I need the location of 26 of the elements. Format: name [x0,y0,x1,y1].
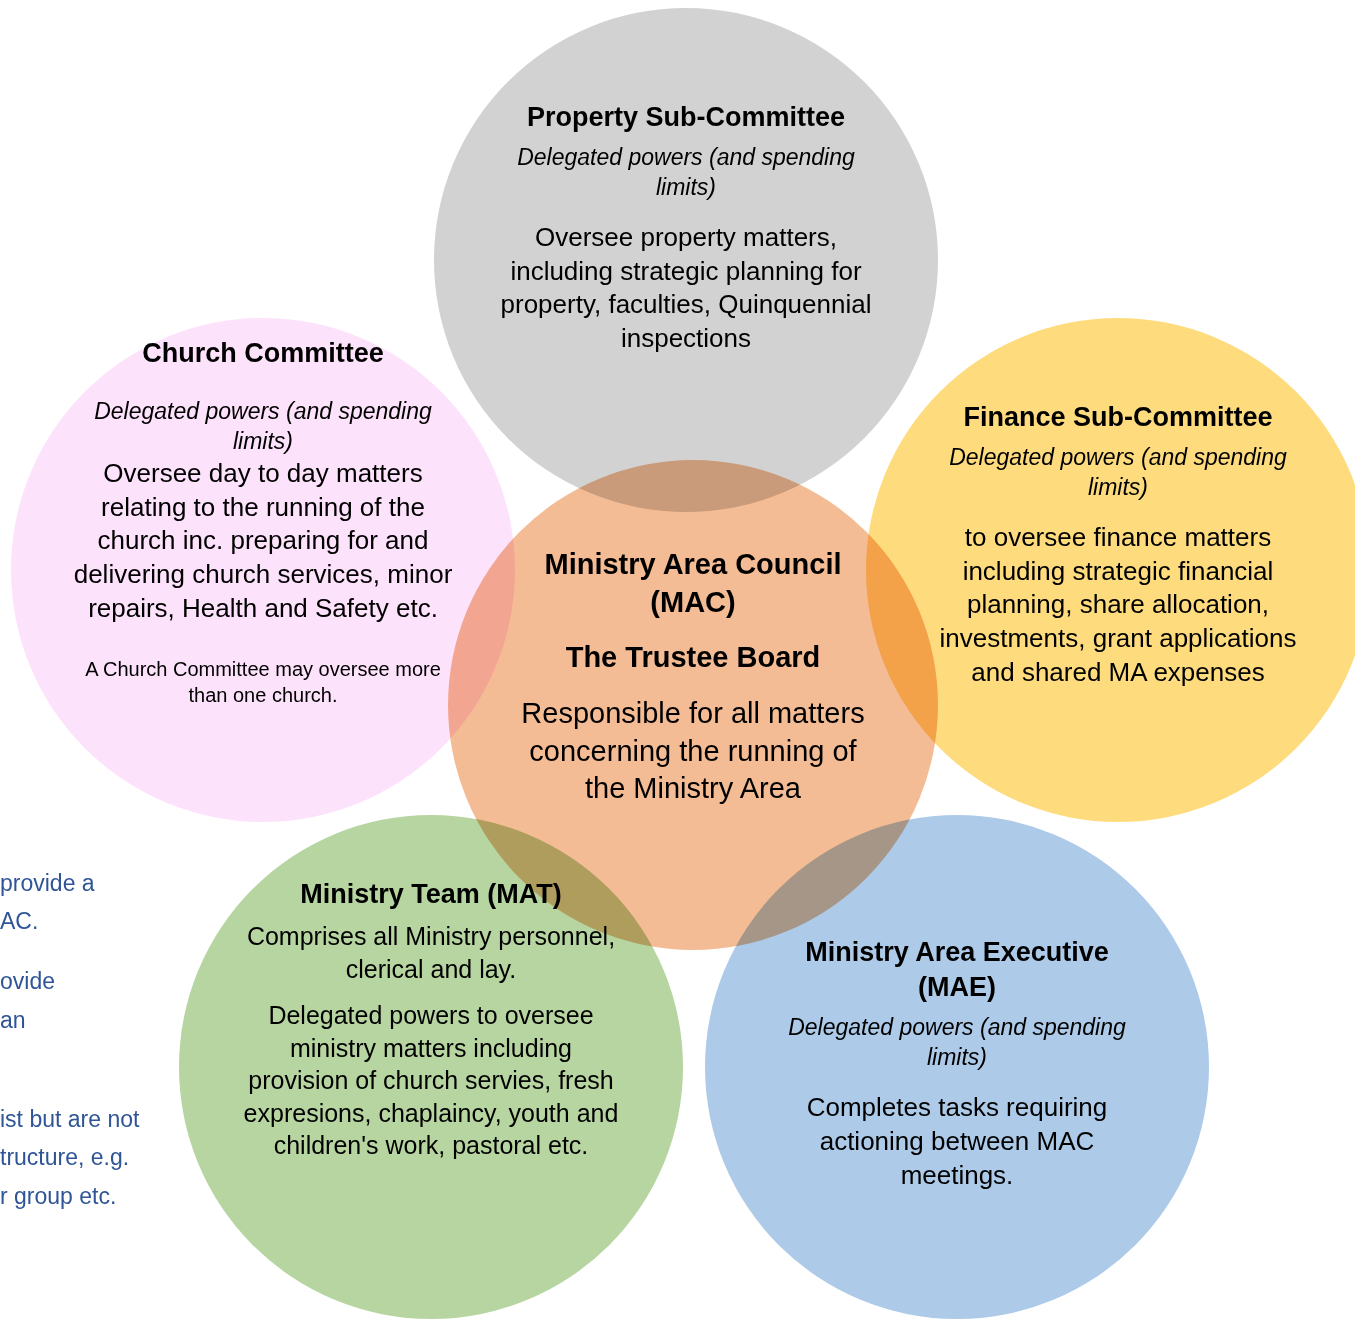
note-text: AC. [0,908,39,935]
heading: Finance Sub-Committee [962,401,1274,434]
subheading: Delegated powers (and spending limits) [516,143,856,202]
heading: Ministry Team (MAT) [299,878,563,911]
description: Responsible for all matters concerning the running of the Ministry Area [520,696,866,807]
note-text: an [0,1007,26,1034]
description: Oversee property matters, including strategic planning for property, faculties, Quinquennial inspections [499,220,873,356]
heading: Ministry Area Council (MAC) [543,547,843,620]
heading: Property Sub-Committee [525,101,846,134]
subheading: Delegated powers (and spending limits) [948,443,1288,502]
note-text: ovide [0,968,55,995]
note-text: provide a [0,870,95,897]
subheading: Delegated powers (and spending limits) [787,1013,1127,1073]
description: Oversee day to day matters relating to the running of the church inc. preparing for and delivering church services, minor repairs, Health and Safety etc. [73,456,453,626]
description: Comprises all Ministry personnel, clerical and lay. [245,921,617,985]
description: Delegated powers to oversee ministry matters including provision of church servies, fresh expresions, chaplaincy, youth and children's work, pastoral etc. [242,1000,620,1162]
description: A Church Committee may oversee more than one church. [84,656,442,708]
description: Completes tasks requiring actioning between MAC meetings. [805,1090,1109,1192]
heading: Ministry Area Executive (MAE) [804,936,1110,1005]
heading: Church Committee [141,337,385,370]
note-text: r group etc. [0,1183,117,1210]
note-text: tructure, e.g. [0,1144,130,1171]
description: to oversee finance matters including strategic financial planning, share allocation, investments, grant applications and shared MA expenses [938,520,1298,690]
note-text: ist but are not [0,1106,140,1133]
heading: The Trustee Board [564,640,822,676]
subheading: Delegated powers (and spending limits) [93,397,433,456]
